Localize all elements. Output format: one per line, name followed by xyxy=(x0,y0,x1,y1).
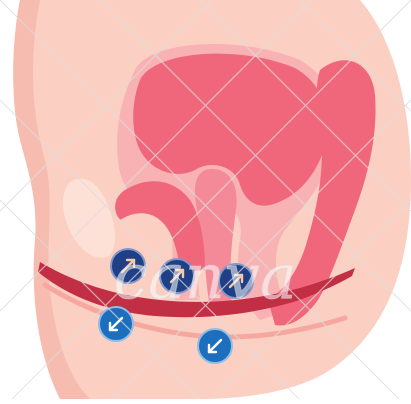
arrow-up-3 xyxy=(219,264,253,298)
arrow-up-1 xyxy=(111,249,145,283)
arrow-up-2 xyxy=(160,259,194,293)
arrow-down-1 xyxy=(99,307,133,341)
arrow-down-2 xyxy=(198,329,232,363)
